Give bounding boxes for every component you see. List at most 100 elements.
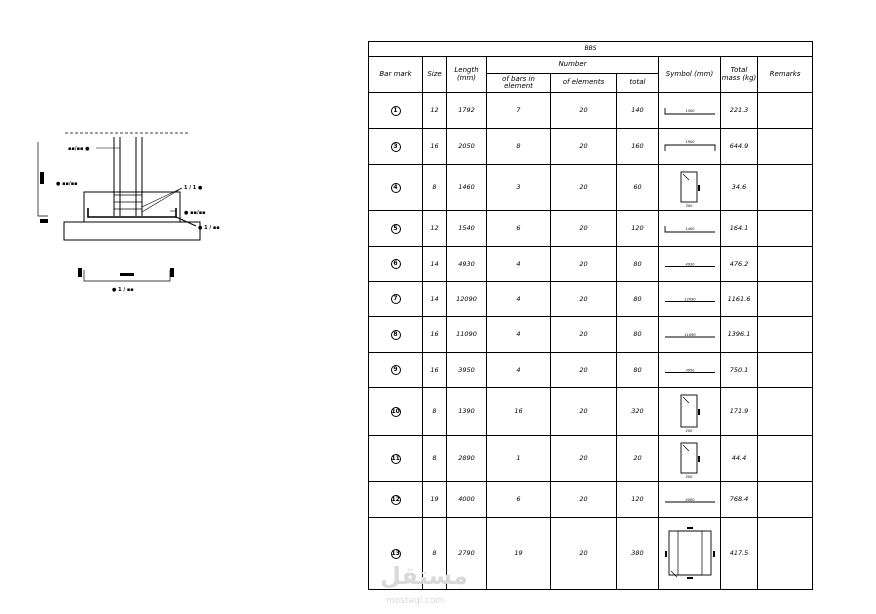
cell-size: 16 xyxy=(422,128,447,165)
cell-bars-in-element: 4 xyxy=(486,316,551,353)
cell-of-elements: 20 xyxy=(550,387,617,436)
bar-shape-stroke xyxy=(697,455,700,462)
cell-total-mass: 34.6 xyxy=(720,164,758,211)
cell-total: 20 xyxy=(616,435,659,482)
bar-shape-dimension: 12090 xyxy=(684,297,696,301)
cell-remarks xyxy=(756,246,814,282)
header-size: Size xyxy=(422,56,447,93)
bar-mark-circle: 5 xyxy=(390,223,401,234)
bar-shape-stroke xyxy=(670,570,677,577)
bar-shape-stroke xyxy=(664,144,715,151)
cell-bar-mark: 11 xyxy=(368,435,423,482)
bar-shape-stroke xyxy=(677,530,702,575)
cell-length: 1540 xyxy=(446,210,487,247)
bar-mark-circle: 11 xyxy=(390,453,401,464)
cell-total-mass: 1396.1 xyxy=(720,316,758,353)
cell-length: 1792 xyxy=(446,92,487,129)
cell-size: 12 xyxy=(422,92,447,129)
cell-bar-mark: 1 xyxy=(368,92,423,129)
cell-bars-in-element: 19 xyxy=(486,517,551,590)
table-title: BBS xyxy=(367,41,814,57)
cell-bars-in-element: 3 xyxy=(486,164,551,211)
bar-mark-circle: 12 xyxy=(390,494,401,505)
bar-shape-stroke xyxy=(680,442,697,473)
bar-shape-stirrup: 200 xyxy=(680,394,700,433)
cell-bar-mark: 3 xyxy=(368,128,423,165)
cell-remarks xyxy=(756,281,814,317)
cell-bars-in-element: 8 xyxy=(486,128,551,165)
cell-bars-in-element: 4 xyxy=(486,352,551,388)
cell-length: 3950 xyxy=(446,352,487,388)
cell-symbol: 1400 xyxy=(658,210,721,247)
cell-of-elements: 20 xyxy=(550,246,617,282)
cell-length: 2890 xyxy=(446,435,487,482)
cell-bars-in-element: 4 xyxy=(486,246,551,282)
bar-shape-stroke xyxy=(682,396,689,403)
cell-size: 14 xyxy=(422,246,447,282)
bar-shape-stroke xyxy=(664,225,715,232)
cell-remarks xyxy=(756,387,814,436)
bar-shape-u-bar: 1900 xyxy=(664,140,715,151)
cell-of-elements: 20 xyxy=(550,164,617,211)
bar-shape-hook-bar: 1400 xyxy=(664,225,715,232)
cell-of-elements: 20 xyxy=(550,517,617,590)
bar-shape-stroke xyxy=(686,576,693,579)
cell-length: 1390 xyxy=(446,387,487,436)
bar-shape-stroke xyxy=(712,550,715,557)
header-bar-mark: Bar mark xyxy=(368,56,423,93)
cell-total-mass: 1161.6 xyxy=(720,281,758,317)
bar-shape-stroke xyxy=(682,444,689,451)
cell-total-mass: 44.4 xyxy=(720,435,758,482)
cell-of-elements: 20 xyxy=(550,128,617,165)
header-remarks: Remarks xyxy=(756,56,814,93)
cell-size: 16 xyxy=(422,352,447,388)
bar-shape-stroke xyxy=(682,173,689,180)
header-bars-in-element: of bars in element xyxy=(486,73,551,93)
cell-size: 16 xyxy=(422,316,447,353)
label-column-bars: ▪▪/▪▪ ● xyxy=(68,146,90,152)
cell-symbol: 200 xyxy=(658,435,721,482)
cell-symbol: 200 xyxy=(658,387,721,436)
cell-length: 11090 xyxy=(446,316,487,353)
bar-shape-dimension: 4930 xyxy=(685,262,695,266)
cell-bar-mark: 6 xyxy=(368,246,423,282)
cell-total: 80 xyxy=(616,352,659,388)
bar-shape-dimension: 1500 xyxy=(685,109,695,113)
bar-shape-stroke xyxy=(697,184,700,191)
bar-shape-stirrup: 200 xyxy=(680,442,700,479)
cell-remarks xyxy=(756,92,814,129)
bar-shape-straight: 4930 xyxy=(664,262,715,267)
bar-shape-stroke xyxy=(680,394,697,427)
bar-mark-circle: 4 xyxy=(390,182,401,193)
bar-shape-dimension: 200 xyxy=(685,429,692,433)
bar-shape-straight: 12090 xyxy=(664,297,715,302)
cell-total: 140 xyxy=(616,92,659,129)
cell-symbol xyxy=(658,517,721,590)
cell-total-mass: 476.2 xyxy=(720,246,758,282)
cell-total: 160 xyxy=(616,128,659,165)
bar-mark-circle: 10 xyxy=(390,406,401,417)
cell-bar-mark: 7 xyxy=(368,281,423,317)
cell-bar-mark: 4 xyxy=(368,164,423,211)
watermark-logo: مستقل xyxy=(380,562,468,590)
header-total-mass: Total mass (kg) xyxy=(720,56,758,93)
cell-bar-mark: 9 xyxy=(368,352,423,388)
cell-total: 60 xyxy=(616,164,659,211)
cell-length: 4000 xyxy=(446,481,487,518)
cell-symbol: 4000 xyxy=(658,481,721,518)
cell-remarks xyxy=(756,517,814,590)
cell-total: 120 xyxy=(616,481,659,518)
cell-bar-mark: 5 xyxy=(368,210,423,247)
cell-length: 2050 xyxy=(446,128,487,165)
bar-shape-straight: 11090 xyxy=(664,333,715,337)
bar-shape-dimension: 11090 xyxy=(684,333,696,337)
cell-remarks xyxy=(756,481,814,518)
